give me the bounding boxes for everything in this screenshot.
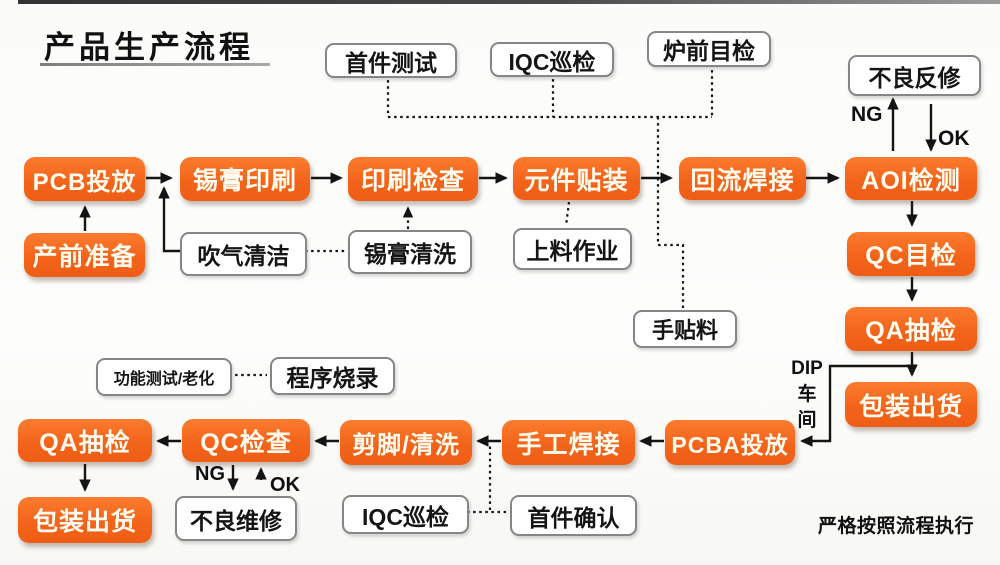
note-first-article-confirm: 首件确认 [510,495,637,536]
node-aoi-inspect: AOI检测 [845,157,977,200]
note-program-burning: 程序烧录 [270,357,395,395]
note-defect-rework: 不良反修 [848,55,981,96]
node-qa-sample-right: QA抽检 [845,307,977,351]
ng-label-aoi: NG [851,103,883,126]
node-solder-paste-print: 锡膏印刷 [180,157,310,201]
dip-workshop-label: DIP 车 间 [786,356,828,434]
node-pack-ship-bottom: 包装出货 [18,497,152,543]
dip-line-2: 车 [797,384,817,405]
footer-note: 严格按照流程执行 [818,516,975,537]
node-hand-solder: 手工焊接 [502,420,635,465]
node-pcba-release: PCBA投放 [665,420,795,465]
note-air-clean: 吹气清洁 [180,232,307,276]
note-paste-clean: 锡膏清洗 [348,230,472,274]
node-trim-clean: 剪脚/清洗 [340,420,472,465]
note-hand-placement: 手贴料 [633,310,737,348]
title-underline [40,63,270,66]
node-smt-place: 元件贴装 [513,157,640,200]
note-func-test-aging: 功能测试/老化 [96,358,232,396]
node-qa-sample-bottom: QA抽检 [18,419,152,462]
note-defect-repair: 不良维修 [175,496,297,541]
dip-line-3: 间 [797,410,817,431]
node-qc-check: QC检查 [182,419,310,462]
node-pcb-release: PCB投放 [24,157,145,201]
node-qc-visual: QC目检 [847,232,975,276]
node-pack-ship-right: 包装出货 [845,382,977,427]
ok-label-qc: OK [270,474,300,496]
node-print-inspect: 印刷检查 [348,157,478,201]
node-reflow-solder: 回流焊接 [679,157,806,200]
dip-line-1: DIP [791,358,823,379]
node-pre-production: 产前准备 [24,233,145,277]
top-edge-artifact [18,0,1000,4]
note-furnace-visual-inspect: 炉前目检 [647,31,771,67]
note-first-article-test: 首件测试 [325,43,457,78]
page-title: 产品生产流程 [44,30,254,65]
note-loading-operation: 上料作业 [513,228,632,270]
ok-label-aoi: OK [938,127,970,150]
ng-label-qc: NG [195,463,225,485]
note-iqc-patrol-bottom: IQC巡检 [342,495,469,534]
note-iqc-patrol-top: IQC巡检 [490,42,614,77]
